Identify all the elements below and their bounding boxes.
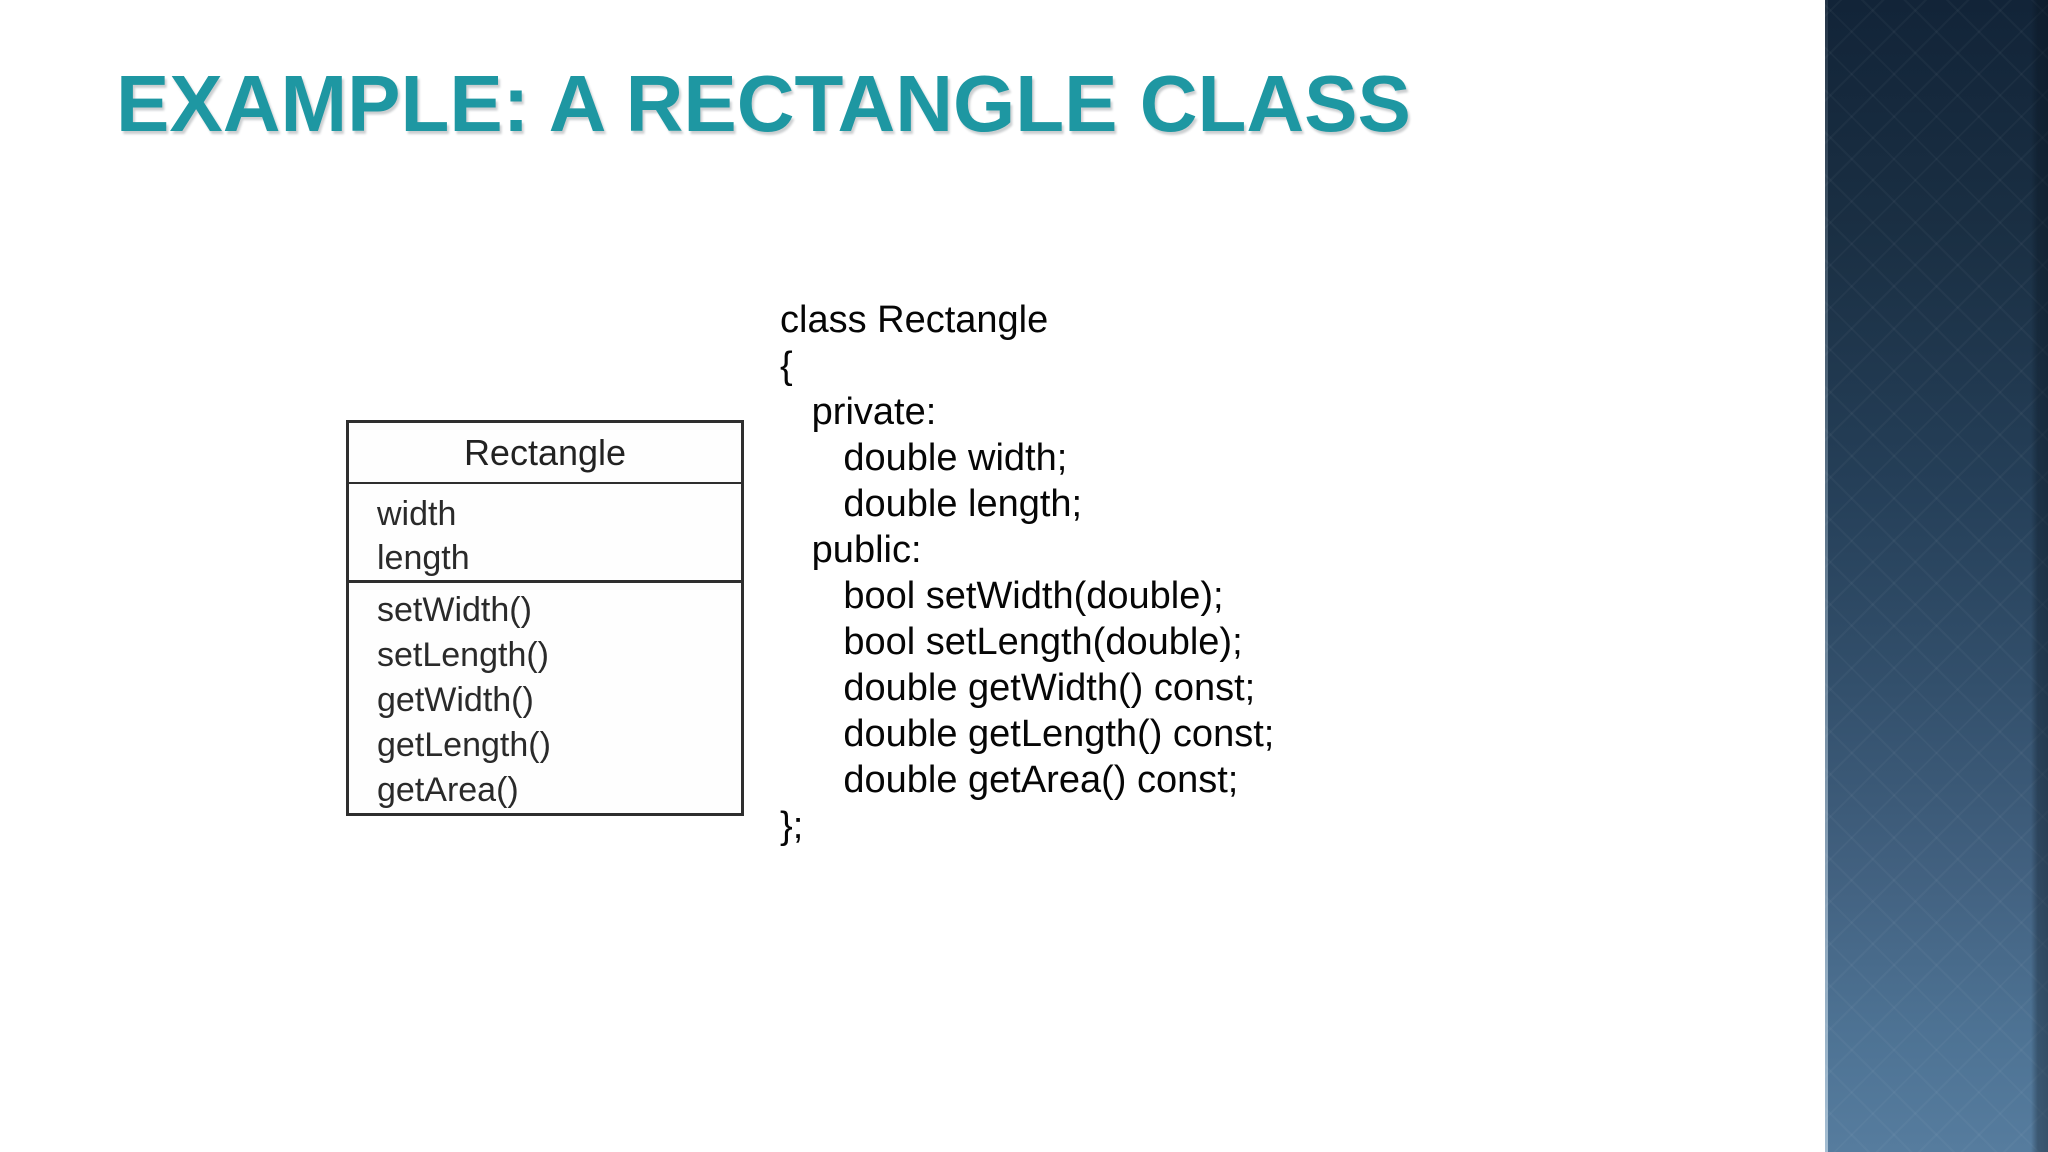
code-line: double getArea() const; (780, 759, 1239, 801)
code-line: double getLength() const; (780, 713, 1275, 755)
code-line: class Rectangle (780, 299, 1049, 341)
code-line: }; (780, 805, 804, 847)
uml-method: getWidth() (377, 681, 534, 719)
uml-method: setWidth() (377, 591, 532, 629)
uml-attribute: width (377, 495, 457, 533)
cpp-code-listing: class Rectangle { private: double width;… (780, 297, 1274, 849)
code-line: double getWidth() const; (780, 667, 1256, 709)
uml-methods-compartment: setWidth() setLength() getWidth() getLen… (349, 580, 741, 813)
slide-title: EXAMPLE: A RECTANGLE CLASS (116, 59, 1411, 148)
uml-attributes-compartment: width length (349, 482, 741, 580)
code-line: public: (780, 529, 922, 571)
sidebar-diamond-pattern (1825, 0, 2048, 1152)
code-line: bool setWidth(double); (780, 575, 1224, 617)
decorative-sidebar (1825, 0, 2048, 1152)
code-line: { (780, 345, 793, 387)
code-line: double width; (780, 437, 1068, 479)
sidebar-left-highlight (1825, 0, 1828, 1152)
sidebar-right-shade (2031, 0, 2048, 1152)
code-line: double length; (780, 483, 1083, 525)
uml-method: getLength() (377, 726, 551, 764)
uml-class-name: Rectangle (463, 431, 627, 473)
uml-title-compartment: Rectangle (349, 423, 741, 482)
uml-method: getArea() (377, 771, 519, 809)
code-line: private: (780, 391, 937, 433)
uml-class-diagram: Rectangle width length setWidth() setLen… (346, 420, 744, 816)
uml-method: setLength() (377, 636, 549, 674)
code-line: bool setLength(double); (780, 621, 1243, 663)
uml-attribute: length (377, 539, 470, 577)
